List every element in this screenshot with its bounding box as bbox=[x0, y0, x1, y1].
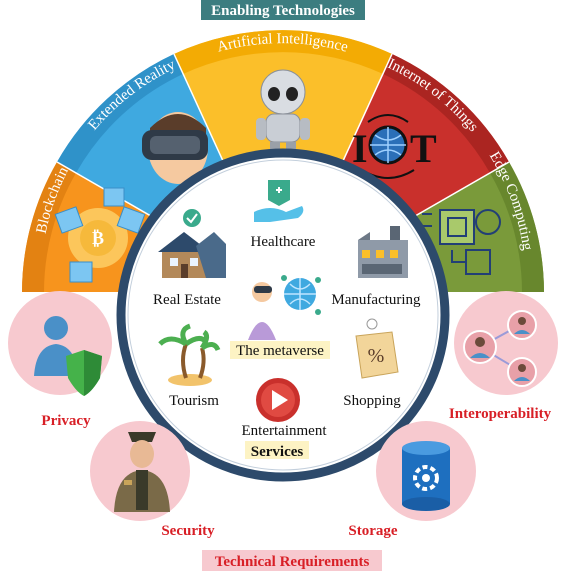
metaverse-circle: Healthcare Real Estate Manufacturing bbox=[116, 148, 450, 482]
requirement-label-privacy: Privacy bbox=[41, 413, 91, 429]
play-button-icon bbox=[256, 378, 300, 422]
palm-tree-icon bbox=[158, 323, 221, 386]
healthcare-icon bbox=[254, 180, 304, 222]
metaverse-title: The metaverse bbox=[236, 343, 324, 359]
edge-computing-icon bbox=[422, 209, 501, 275]
svg-text:I: I bbox=[352, 126, 368, 171]
security-guard-icon bbox=[114, 432, 170, 512]
requirement-privacy[interactable] bbox=[8, 291, 112, 396]
factory-icon bbox=[358, 226, 408, 278]
requirement-storage[interactable] bbox=[376, 421, 476, 521]
iot-icon: I T bbox=[352, 114, 437, 179]
requirement-interoperability[interactable] bbox=[454, 291, 558, 395]
technical-requirements-title: Technical Requirements bbox=[215, 554, 370, 570]
requirement-label-storage: Storage bbox=[348, 523, 397, 539]
metaverse-avatar-icon bbox=[248, 275, 321, 340]
services-title: Services bbox=[251, 444, 304, 460]
svg-text:%: % bbox=[368, 345, 385, 367]
service-healthcare: Healthcare bbox=[251, 234, 316, 250]
service-entertainment: Entertainment bbox=[242, 423, 328, 439]
service-tourism: Tourism bbox=[169, 393, 219, 409]
service-manufacturing: Manufacturing bbox=[331, 292, 421, 308]
enabling-technologies-title: Enabling Technologies bbox=[211, 3, 355, 19]
service-real-estate: Real Estate bbox=[153, 292, 221, 308]
technical-requirements-banner: Technical Requirements bbox=[202, 550, 382, 571]
requirement-label-security: Security bbox=[161, 523, 215, 539]
discount-tag-icon: % bbox=[355, 318, 399, 379]
requirement-label-interoperability: Interoperability bbox=[449, 406, 552, 422]
database-icon bbox=[402, 441, 450, 511]
enabling-technologies-banner: Enabling Technologies bbox=[201, 0, 365, 20]
service-shopping: Shopping bbox=[343, 393, 401, 409]
blockchain-icon: ₿ bbox=[54, 187, 146, 283]
vr-headset-icon bbox=[142, 112, 208, 184]
requirement-security[interactable] bbox=[90, 421, 190, 521]
svg-text:T: T bbox=[410, 126, 437, 171]
connected-users-icon bbox=[463, 310, 537, 387]
svg-text:₿: ₿ bbox=[92, 228, 104, 248]
real-estate-icon bbox=[158, 209, 226, 278]
